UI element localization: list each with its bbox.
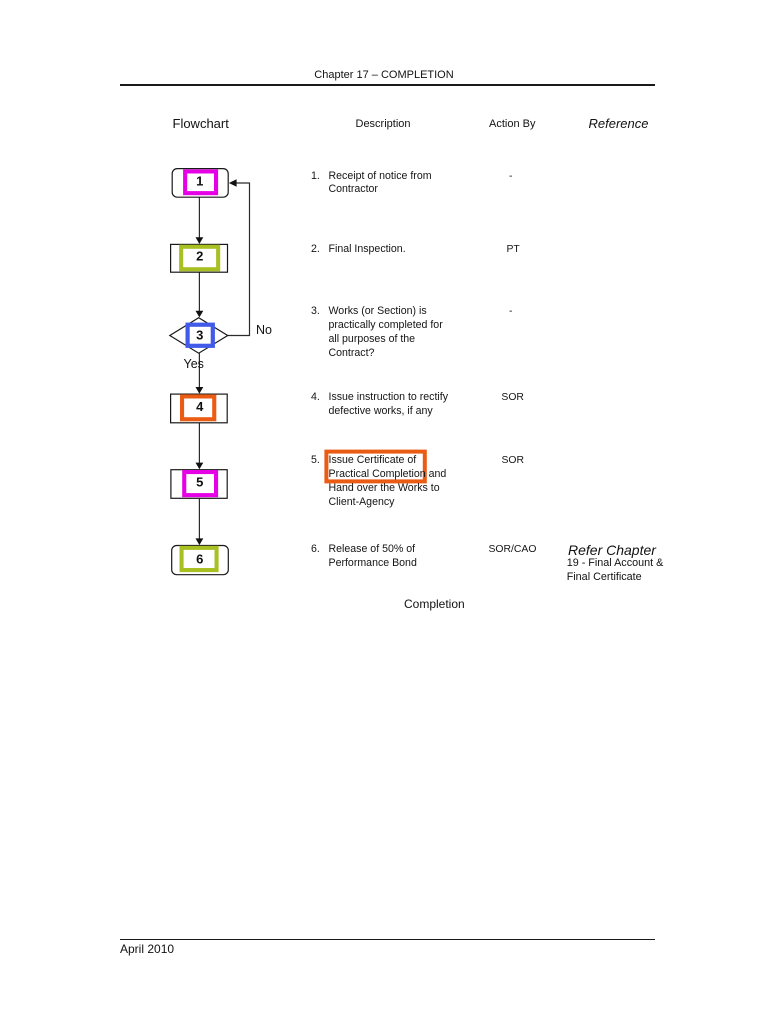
svg-text:4: 4 bbox=[196, 399, 204, 414]
svg-text:1: 1 bbox=[196, 173, 203, 188]
svg-text:5: 5 bbox=[196, 475, 203, 490]
svg-text:6: 6 bbox=[196, 551, 203, 566]
svg-text:2: 2 bbox=[196, 248, 203, 263]
svg-text:3: 3 bbox=[196, 328, 203, 343]
